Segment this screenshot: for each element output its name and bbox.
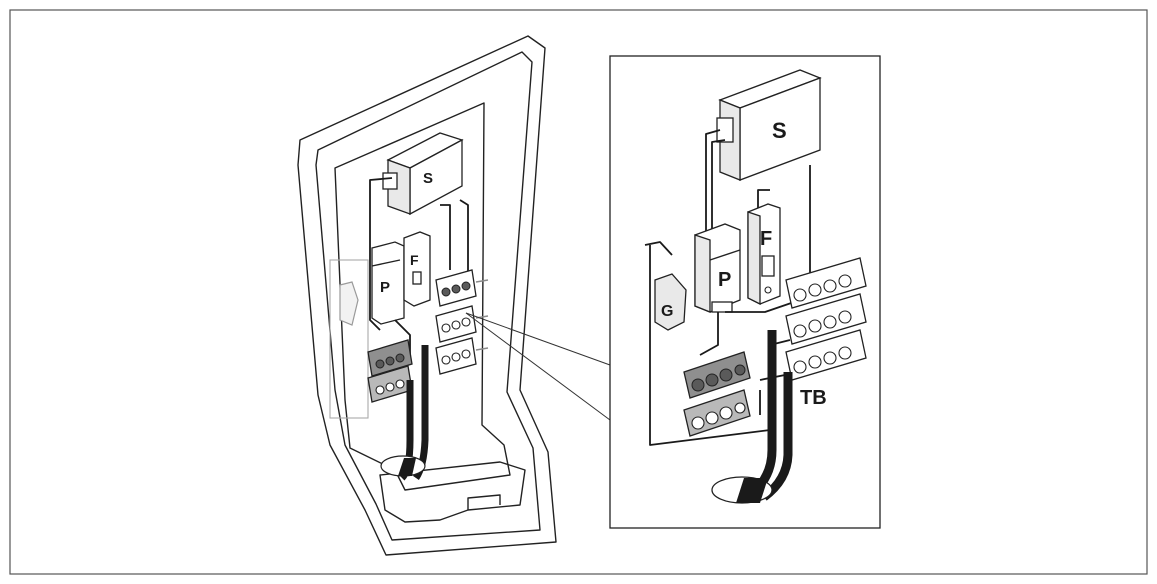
figure-frame (9, 9, 1148, 575)
enclosure-rim (315, 51, 541, 541)
protection-device-p-small: P (371, 241, 405, 325)
terminal-block-tb-lower (785, 329, 867, 381)
enclosure-overview: S P F (297, 35, 557, 556)
protection-device-p: P (694, 223, 741, 313)
ground-bracket-g: G (654, 273, 687, 331)
label-f: F (760, 228, 772, 250)
fuse-f-small: F (403, 231, 431, 307)
label-p-small: P (380, 279, 390, 296)
label-s-small: S (423, 170, 433, 187)
terminal-block-tb-middle (785, 293, 867, 345)
label-p: P (718, 269, 731, 291)
terminal-block-small-upper (435, 269, 477, 307)
terminal-block-small-left-upper (367, 339, 413, 377)
callout-line-top (465, 312, 611, 366)
terminal-block-small-lower (435, 337, 477, 375)
ground-bracket-ghost (329, 259, 369, 419)
label-f-small: F (410, 252, 419, 268)
supply-unit-s-small: S (382, 132, 464, 216)
terminal-block-left-lower (683, 389, 751, 437)
detail-inset: S F P G (609, 55, 881, 529)
label-s: S (772, 118, 787, 143)
terminal-block-tb-upper (785, 257, 867, 309)
terminal-block-left-upper (683, 351, 751, 399)
label-tb: TB (800, 387, 827, 409)
enclosure-shell (297, 35, 557, 556)
fuse-f: F (747, 203, 781, 306)
callout-line-bottom (465, 312, 611, 421)
supply-unit-s: S (716, 69, 822, 181)
label-g: G (661, 303, 673, 320)
enclosure-back-panel (334, 102, 511, 491)
terminal-block-small-middle (435, 305, 477, 343)
